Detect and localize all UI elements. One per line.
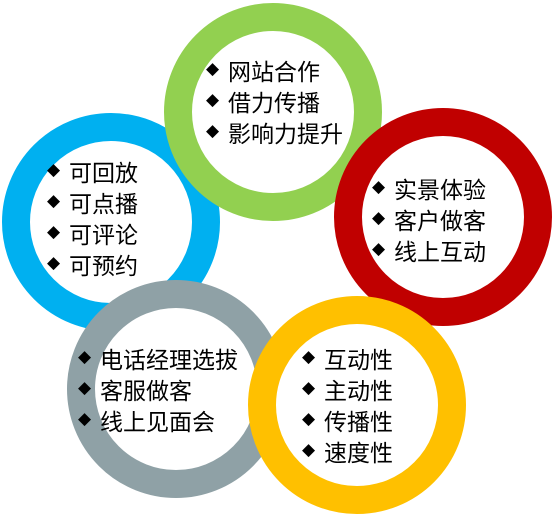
diamond-bullet-icon: ◆ <box>78 347 92 367</box>
diamond-bullet-icon: ◆ <box>302 440 316 460</box>
diamond-bullet-icon: ◆ <box>47 222 61 242</box>
diamond-bullet-icon: ◆ <box>206 59 220 79</box>
list-item: ◆客户做客 <box>372 208 486 235</box>
list-item: ◆线上见面会 <box>78 409 215 436</box>
list-item: ◆客服做客 <box>78 378 192 405</box>
list-item: ◆电话经理选拔 <box>78 347 238 374</box>
diamond-bullet-icon: ◆ <box>78 409 92 429</box>
green-items: ◆网站合作 ◆借力传播 ◆影响力提升 <box>206 54 343 148</box>
red-items: ◆实景体验 ◆客户做客 ◆线上互动 <box>372 172 486 266</box>
orange-items: ◆互动性 ◆主动性 ◆传播性 ◆速度性 <box>302 342 393 467</box>
list-item: ◆线上互动 <box>372 239 486 266</box>
list-item: ◆可点播 <box>47 191 138 218</box>
diamond-bullet-icon: ◆ <box>78 378 92 398</box>
list-item: ◆网站合作 <box>206 59 320 86</box>
list-item: ◆实景体验 <box>372 177 486 204</box>
diamond-bullet-icon: ◆ <box>302 409 316 429</box>
diamond-bullet-icon: ◆ <box>302 378 316 398</box>
list-item: ◆传播性 <box>302 409 393 436</box>
diamond-bullet-icon: ◆ <box>206 90 220 110</box>
gray-items: ◆电话经理选拔 ◆客服做客 ◆线上见面会 <box>78 342 238 436</box>
blue-items: ◆可回放 ◆可点播 ◆可评论 ◆可预约 <box>47 155 138 280</box>
diamond-bullet-icon: ◆ <box>206 121 220 141</box>
diamond-bullet-icon: ◆ <box>372 208 386 228</box>
list-item: ◆主动性 <box>302 378 393 405</box>
list-item: ◆可评论 <box>47 222 138 249</box>
diamond-bullet-icon: ◆ <box>47 191 61 211</box>
diamond-bullet-icon: ◆ <box>47 253 61 273</box>
list-item: ◆影响力提升 <box>206 121 343 148</box>
diamond-bullet-icon: ◆ <box>302 347 316 367</box>
list-item: ◆可回放 <box>47 160 138 187</box>
diamond-bullet-icon: ◆ <box>372 177 386 197</box>
list-item: ◆借力传播 <box>206 90 320 117</box>
list-item: ◆速度性 <box>302 440 393 467</box>
list-item: ◆互动性 <box>302 347 393 374</box>
diamond-bullet-icon: ◆ <box>372 239 386 259</box>
list-item: ◆可预约 <box>47 253 138 280</box>
diamond-bullet-icon: ◆ <box>47 160 61 180</box>
